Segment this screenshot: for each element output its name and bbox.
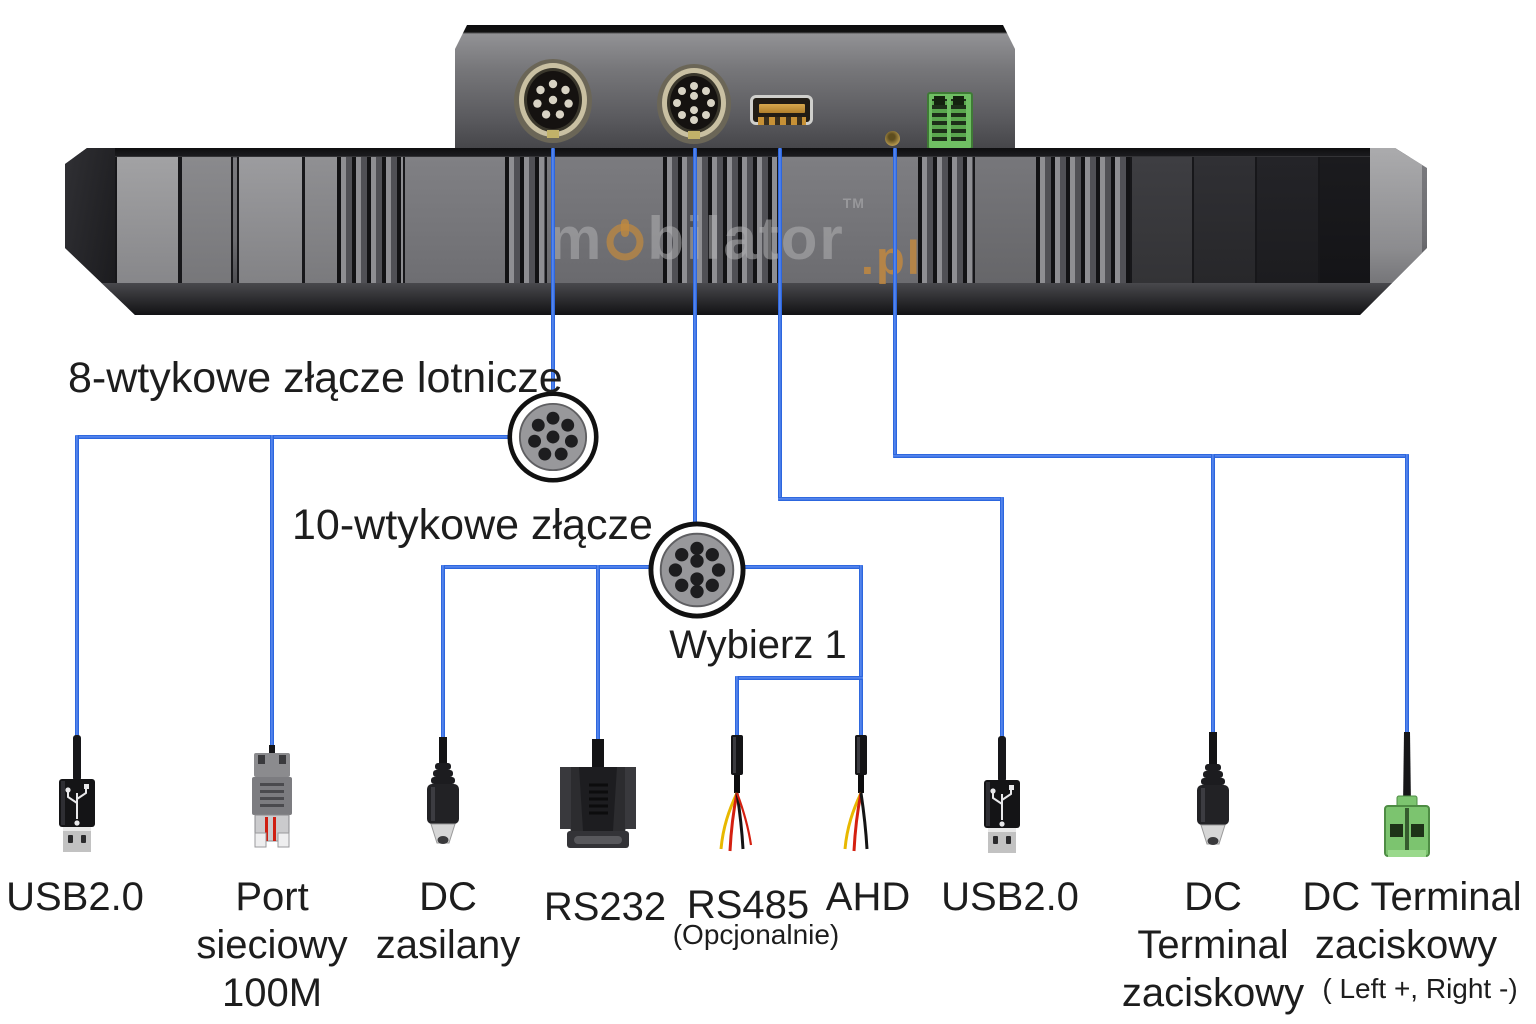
label-green-terminal-note: ( Left +, Right -)	[1322, 973, 1518, 1004]
device-usb-port	[750, 95, 813, 125]
label-rs485-note: (Opcjonalnie)	[672, 919, 840, 950]
rs485-pigtail-graphic	[719, 735, 753, 852]
line-terminal-h	[893, 454, 1409, 458]
label-dc-power-1: DC	[419, 875, 477, 919]
line-usb-right-h	[778, 497, 1004, 501]
aviation-connector-10pin-icon	[648, 521, 746, 619]
line-to-rs232	[596, 565, 600, 741]
device-fins	[337, 157, 403, 288]
dc-power-plug-graphic	[427, 737, 459, 844]
terminal-hole-right	[953, 96, 964, 105]
device-fins	[505, 157, 545, 288]
device-bottom-chamfer	[65, 283, 1427, 315]
device-fins	[1036, 157, 1130, 288]
watermark-tm: TM	[842, 195, 865, 211]
label-ethernet-1: Port	[235, 875, 309, 919]
line-to-rs485	[735, 676, 739, 737]
ahd-pigtail-graphic	[843, 735, 869, 852]
device-terminal-block	[927, 92, 973, 150]
device-left-cap	[65, 148, 115, 292]
label-ethernet-2: sieciowy	[196, 923, 348, 967]
dc-terminal-plug-graphic	[1197, 732, 1229, 845]
label-dc-terminal-1: DC	[1184, 875, 1242, 919]
ethernet-plug-graphic	[252, 745, 292, 848]
device-panel	[115, 157, 180, 283]
device-panel	[1130, 157, 1194, 283]
device-fins	[918, 157, 973, 288]
device-panel	[403, 157, 509, 283]
usb-plug-left-graphic	[59, 735, 95, 852]
line-10pin-drop	[693, 148, 697, 523]
line-to-ahd	[859, 565, 863, 737]
device-10pin-socket	[657, 64, 731, 144]
aviation-connector-8pin-icon	[507, 391, 599, 483]
line-8pin-drop	[551, 148, 555, 393]
line-terminal-drop	[893, 148, 897, 458]
device-jack-hole	[885, 131, 900, 146]
label-green-terminal-1: DC Terminal	[1302, 875, 1522, 919]
device-rear-port-panel	[455, 25, 1015, 150]
watermark-logo: m bilatorTM .pl	[548, 195, 928, 284]
line-usb-drop	[778, 148, 782, 501]
watermark-text-prefix: m	[548, 205, 604, 272]
device-panel	[1192, 157, 1257, 283]
label-ethernet-3: 100M	[221, 971, 323, 1015]
line-to-green-terminal	[1405, 454, 1409, 735]
power-icon	[604, 206, 646, 275]
label-8pin: 8-wtykowe złącze lotnicze	[68, 354, 563, 402]
watermark-text-suffix: bilator	[647, 205, 845, 272]
line-to-usb-right	[1000, 497, 1004, 738]
line-to-ethernet	[270, 435, 274, 747]
line-10pin-branch-left	[441, 565, 651, 569]
line-to-dc-terminal	[1211, 454, 1215, 735]
device-panel	[973, 157, 1040, 283]
device-right-cap	[1370, 148, 1422, 292]
line-8pin-branch-h	[77, 435, 509, 439]
terminal-slot-left	[932, 99, 947, 141]
device-panel	[303, 157, 341, 283]
line-rs485-branch	[735, 676, 863, 680]
label-rs485: RS485	[686, 883, 810, 927]
green-terminal-plug-graphic	[1384, 732, 1430, 857]
line-to-usb-left	[75, 435, 79, 737]
rs232-plug-graphic	[560, 739, 636, 848]
label-10pin: 10-wtykowe złącze	[292, 501, 653, 549]
label-choose-one: Wybierz 1	[669, 623, 847, 667]
device-body: m bilatorTM .pl	[65, 148, 1427, 315]
label-dc-power-2: zasilany	[375, 923, 521, 967]
line-10pin-branch-right	[743, 565, 863, 569]
label-usb-left: USB2.0	[6, 875, 144, 919]
label-green-terminal-2: zaciskowy	[1314, 923, 1498, 967]
label-dc-terminal-3: zaciskowy	[1121, 971, 1305, 1015]
watermark-tld: .pl	[860, 231, 922, 284]
terminal-hole-left	[934, 96, 945, 105]
label-usb-right: USB2.0	[941, 875, 1079, 919]
usb-tongue	[758, 104, 805, 113]
device-panel	[237, 157, 304, 283]
usb-plug-right-graphic	[984, 736, 1020, 853]
terminal-slot-right	[951, 99, 966, 141]
label-rs232: RS232	[543, 885, 667, 929]
line-to-dc-power	[441, 565, 445, 739]
usb-contacts	[757, 117, 806, 125]
label-dc-terminal-2: Terminal	[1137, 923, 1289, 967]
device-panel	[180, 157, 233, 283]
label-ahd: AHD	[825, 875, 911, 919]
device-fins	[663, 157, 777, 288]
device-8pin-socket	[514, 59, 592, 143]
device-panel	[1318, 157, 1374, 283]
device-panel	[1255, 157, 1320, 283]
